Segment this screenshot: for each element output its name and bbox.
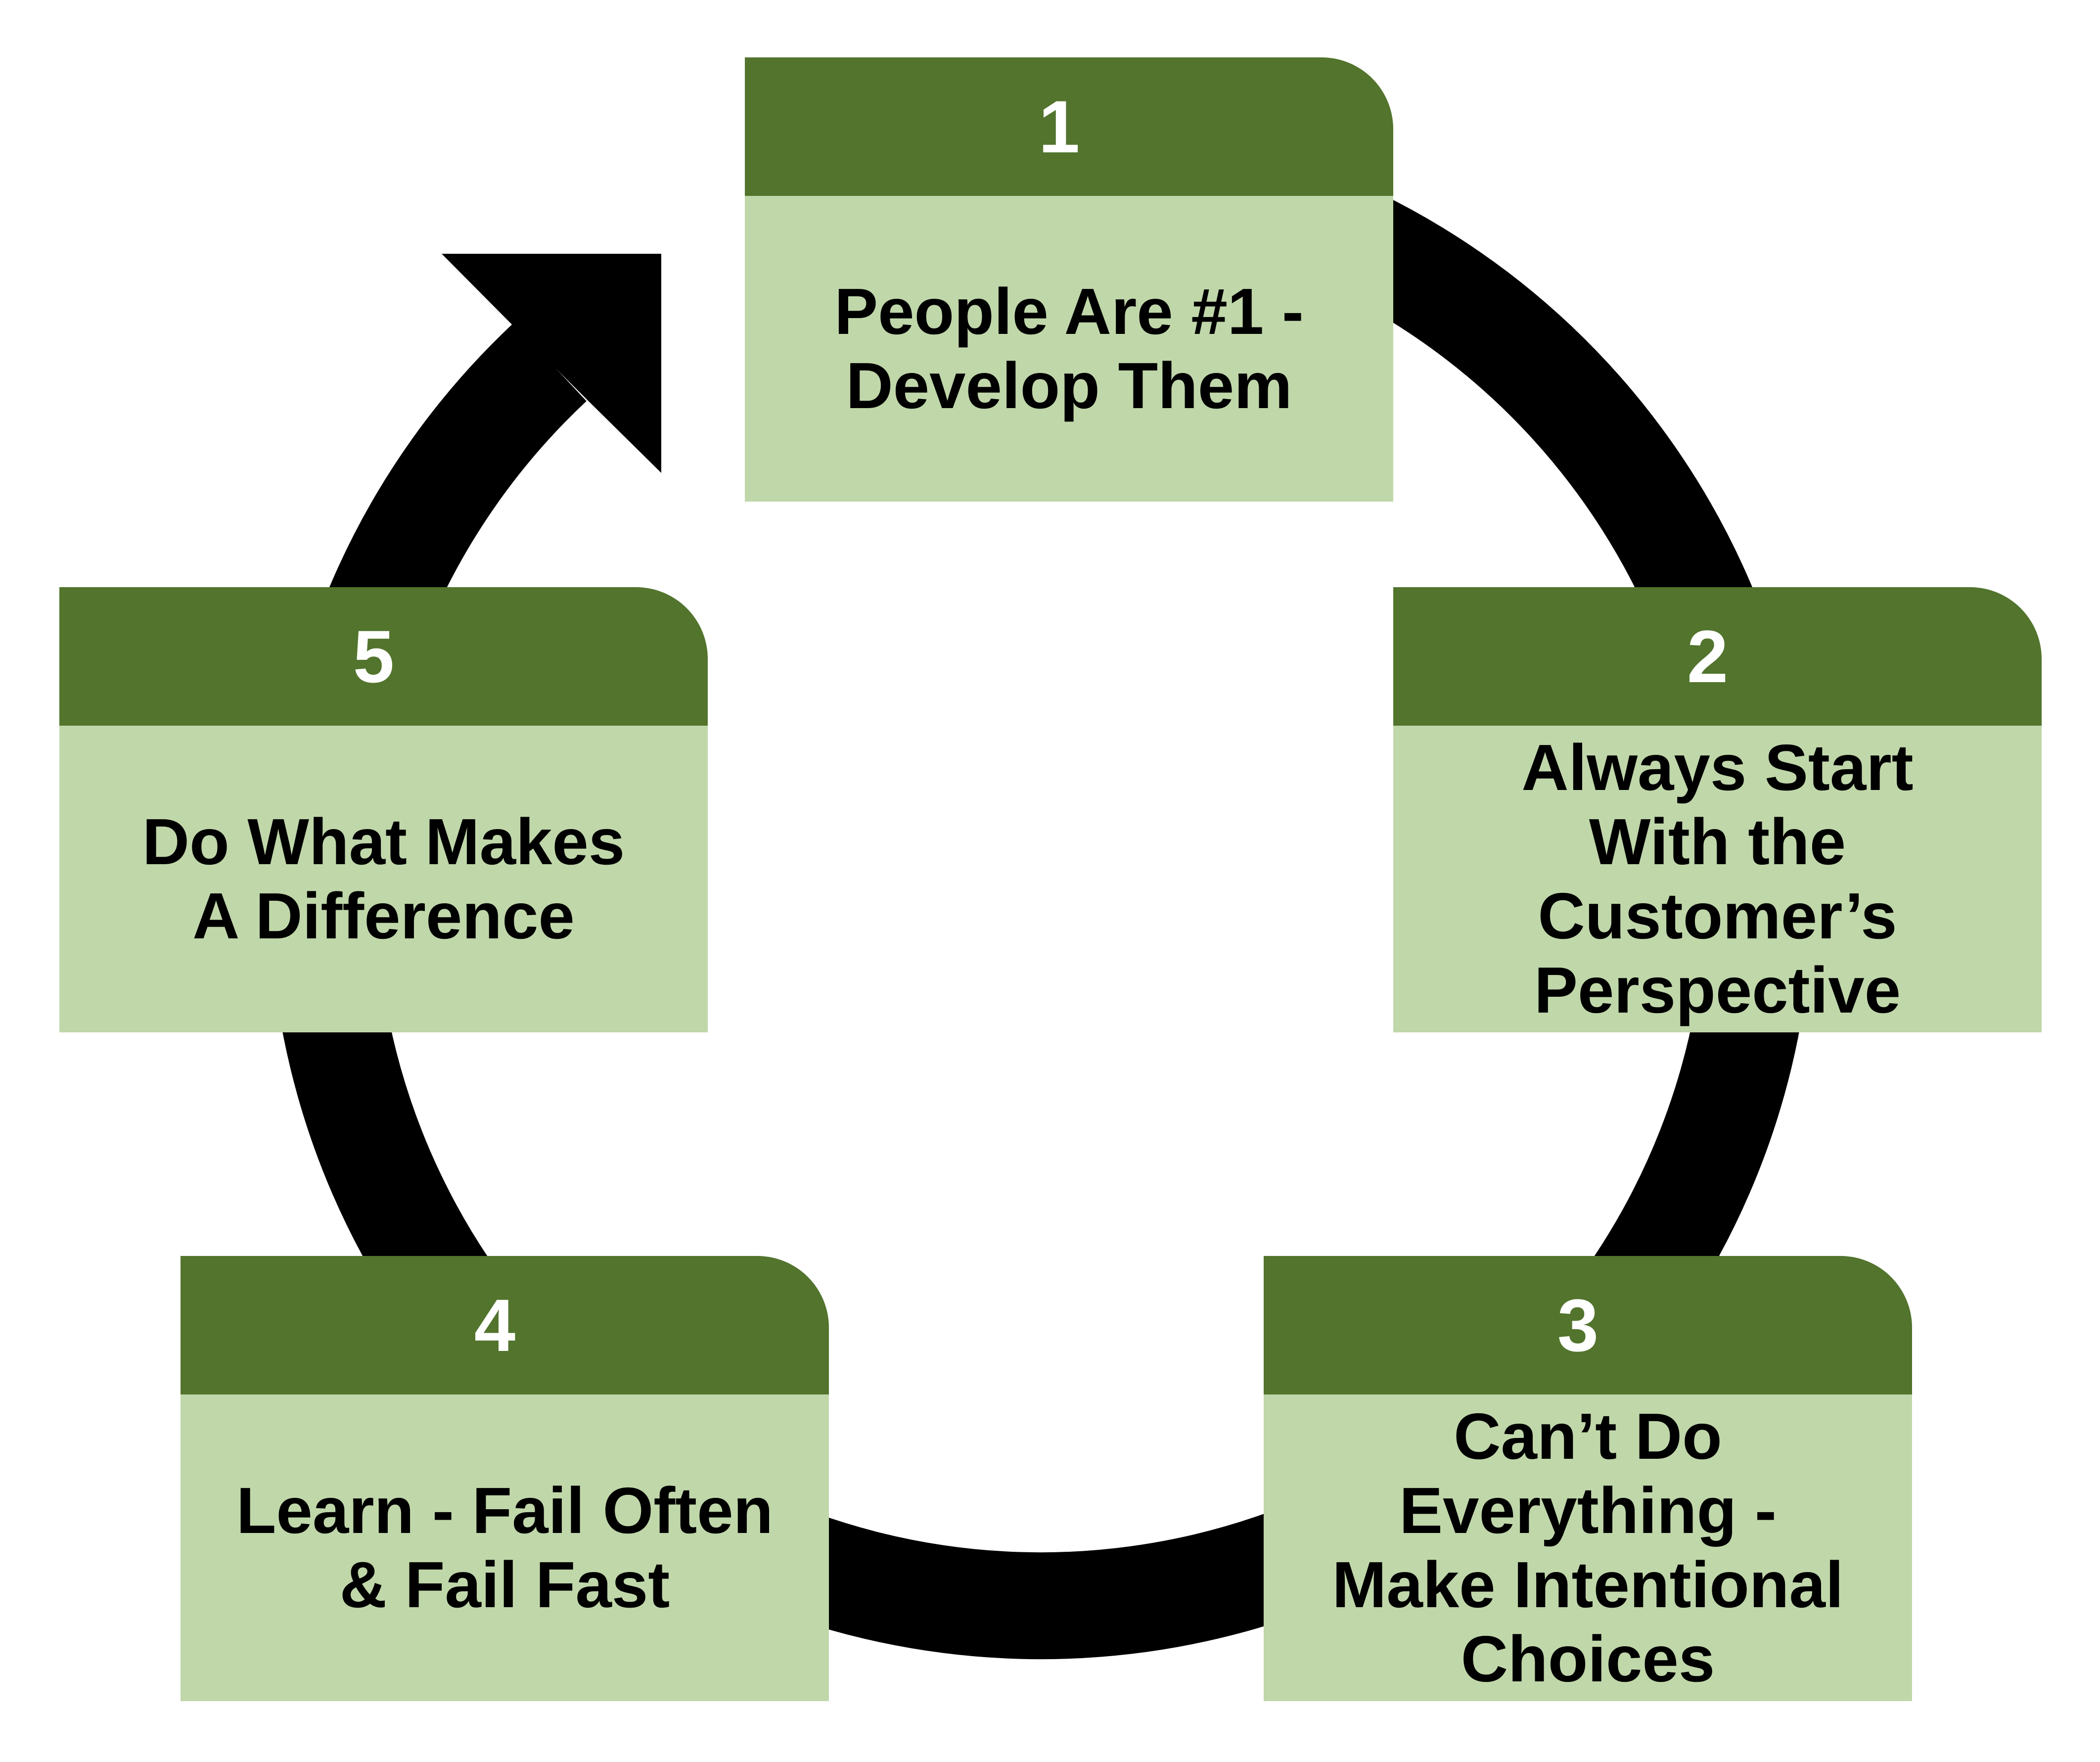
step-number: 4 [474,1284,516,1367]
step-card-2: 2 Always Start With the Customer’s Persp… [1393,587,2042,1032]
step-text-line: People Are #1 - [834,275,1304,348]
step-number: 3 [1557,1284,1599,1367]
step-card-3: 3 Can’t Do Everything - Make Intentional… [1264,1256,1912,1701]
step-text-line: Customer’s [1538,880,1897,952]
step-number: 5 [353,615,395,698]
step-header: 3 [1264,1256,1912,1394]
arrow-head-icon [442,254,661,473]
step-header: 2 [1393,587,2042,726]
step-text-line: Always Start [1521,731,1914,804]
step-number: 2 [1687,615,1729,698]
step-text-line: Make Intentional [1332,1548,1844,1621]
step-card-1: 1 People Are #1 - Develop Them [745,57,1393,502]
step-text-line: With the [1589,805,1846,878]
step-header: 4 [181,1256,829,1394]
step-header: 5 [59,587,708,726]
step-body: Always Start With the Customer’s Perspec… [1393,726,2042,1032]
step-text-line: Do What Makes [142,805,625,878]
step-body: People Are #1 - Develop Them [745,196,1393,502]
step-body: Can’t Do Everything - Make Intentional C… [1264,1394,1912,1701]
step-body: Do What Makes A Difference [59,726,708,1032]
step-text-line: & Fail Fast [339,1548,670,1621]
step-header: 1 [745,57,1393,196]
step-text-line: Can’t Do [1454,1400,1722,1473]
step-text-line: Learn - Fail Often [236,1474,774,1547]
step-number: 1 [1038,85,1080,168]
step-card-4: 4 Learn - Fail Often & Fail Fast [181,1256,829,1701]
step-text-line: A Difference [192,880,575,952]
step-card-5: 5 Do What Makes A Difference [59,587,708,1032]
step-text-line: Choices [1461,1623,1715,1695]
step-body: Learn - Fail Often & Fail Fast [181,1394,829,1701]
step-text-line: Perspective [1534,954,1901,1026]
step-text-line: Develop Them [846,349,1292,422]
step-text-line: Everything - [1399,1474,1777,1547]
